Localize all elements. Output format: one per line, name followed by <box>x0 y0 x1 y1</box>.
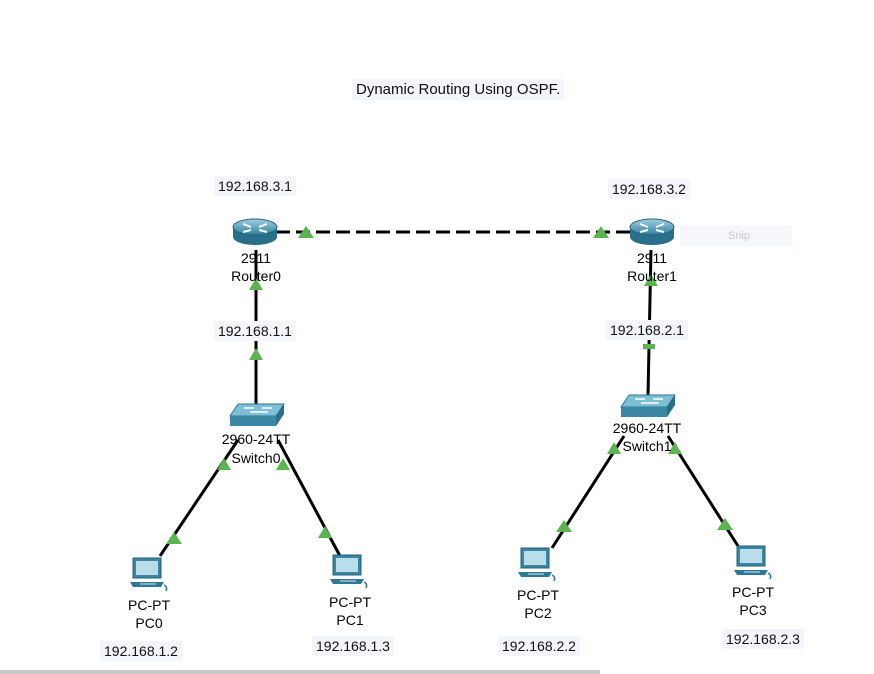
switch-icon <box>229 403 285 426</box>
status-up-icon <box>644 274 658 286</box>
pc0-device[interactable] <box>128 556 168 597</box>
switch1-model: 2960-24TT <box>612 420 682 436</box>
status-up-icon <box>668 442 682 454</box>
pc3-name: PC3 <box>739 602 767 618</box>
horizontal-scrollbar[interactable] <box>0 670 600 674</box>
ip-note-router0-lan[interactable]: 192.168.1.1 <box>214 321 296 341</box>
status-up-icon <box>607 442 621 454</box>
ip-note-router0-wan[interactable]: 192.168.3.1 <box>214 176 296 196</box>
switch0-device[interactable] <box>228 402 286 435</box>
ip-note-pc2[interactable]: 192.168.2.2 <box>498 636 580 656</box>
pc-icon <box>330 554 368 589</box>
status-up-icon <box>717 518 733 530</box>
status-up-icon <box>298 226 314 238</box>
pc0-name: PC0 <box>135 615 163 631</box>
router-icon <box>232 218 278 245</box>
router0-model: 2911 <box>240 250 272 266</box>
status-up-icon <box>276 458 290 470</box>
pc1-device[interactable] <box>328 553 368 594</box>
pc3-device[interactable] <box>732 544 772 585</box>
pc3-model: PC-PT <box>732 584 774 600</box>
pc2-device[interactable] <box>516 546 556 587</box>
switch0-model: 2960-24TT <box>221 431 291 447</box>
ghost-label: Snip <box>680 226 792 246</box>
status-up-icon <box>217 458 231 470</box>
pc1-model: PC-PT <box>329 594 371 610</box>
ip-note-router1-wan[interactable]: 192.168.3.2 <box>608 179 690 199</box>
status-up-icon <box>556 520 572 532</box>
ip-note-pc1[interactable]: 192.168.1.3 <box>312 636 394 656</box>
pc2-model: PC-PT <box>517 587 559 603</box>
ip-note-router1-lan[interactable]: 192.168.2.1 <box>606 320 688 340</box>
router-icon <box>629 218 675 245</box>
status-up-icon <box>166 532 182 544</box>
status-up-icon <box>249 348 263 360</box>
status-up-icon <box>593 226 609 238</box>
switch1-device[interactable] <box>619 393 677 426</box>
status-up-icon <box>318 526 332 538</box>
pc-icon <box>518 547 556 582</box>
status-up-icon <box>249 278 263 290</box>
switch1-name: Switch1 <box>622 438 672 454</box>
pc-icon <box>130 557 168 592</box>
ip-note-pc3[interactable]: 192.168.2.3 <box>722 629 804 649</box>
router0-name: Router0 <box>231 268 281 284</box>
ghost-text: Snip <box>728 230 751 242</box>
pc0-model: PC-PT <box>128 597 170 613</box>
status-up-icon <box>643 344 655 349</box>
pc1-name: PC1 <box>336 612 364 628</box>
pc-icon <box>734 545 772 580</box>
ip-note-pc0[interactable]: 192.168.1.2 <box>100 641 182 661</box>
router1-device[interactable] <box>627 216 677 253</box>
diagram-title[interactable]: Dynamic Routing Using OSPF. <box>352 79 565 100</box>
router1-name: Router1 <box>627 268 677 284</box>
switch0-name: Switch0 <box>231 450 281 466</box>
router0-device[interactable] <box>230 216 280 253</box>
pc2-name: PC2 <box>524 605 552 621</box>
router1-model: 2911 <box>636 250 668 266</box>
switch-icon <box>620 394 676 417</box>
